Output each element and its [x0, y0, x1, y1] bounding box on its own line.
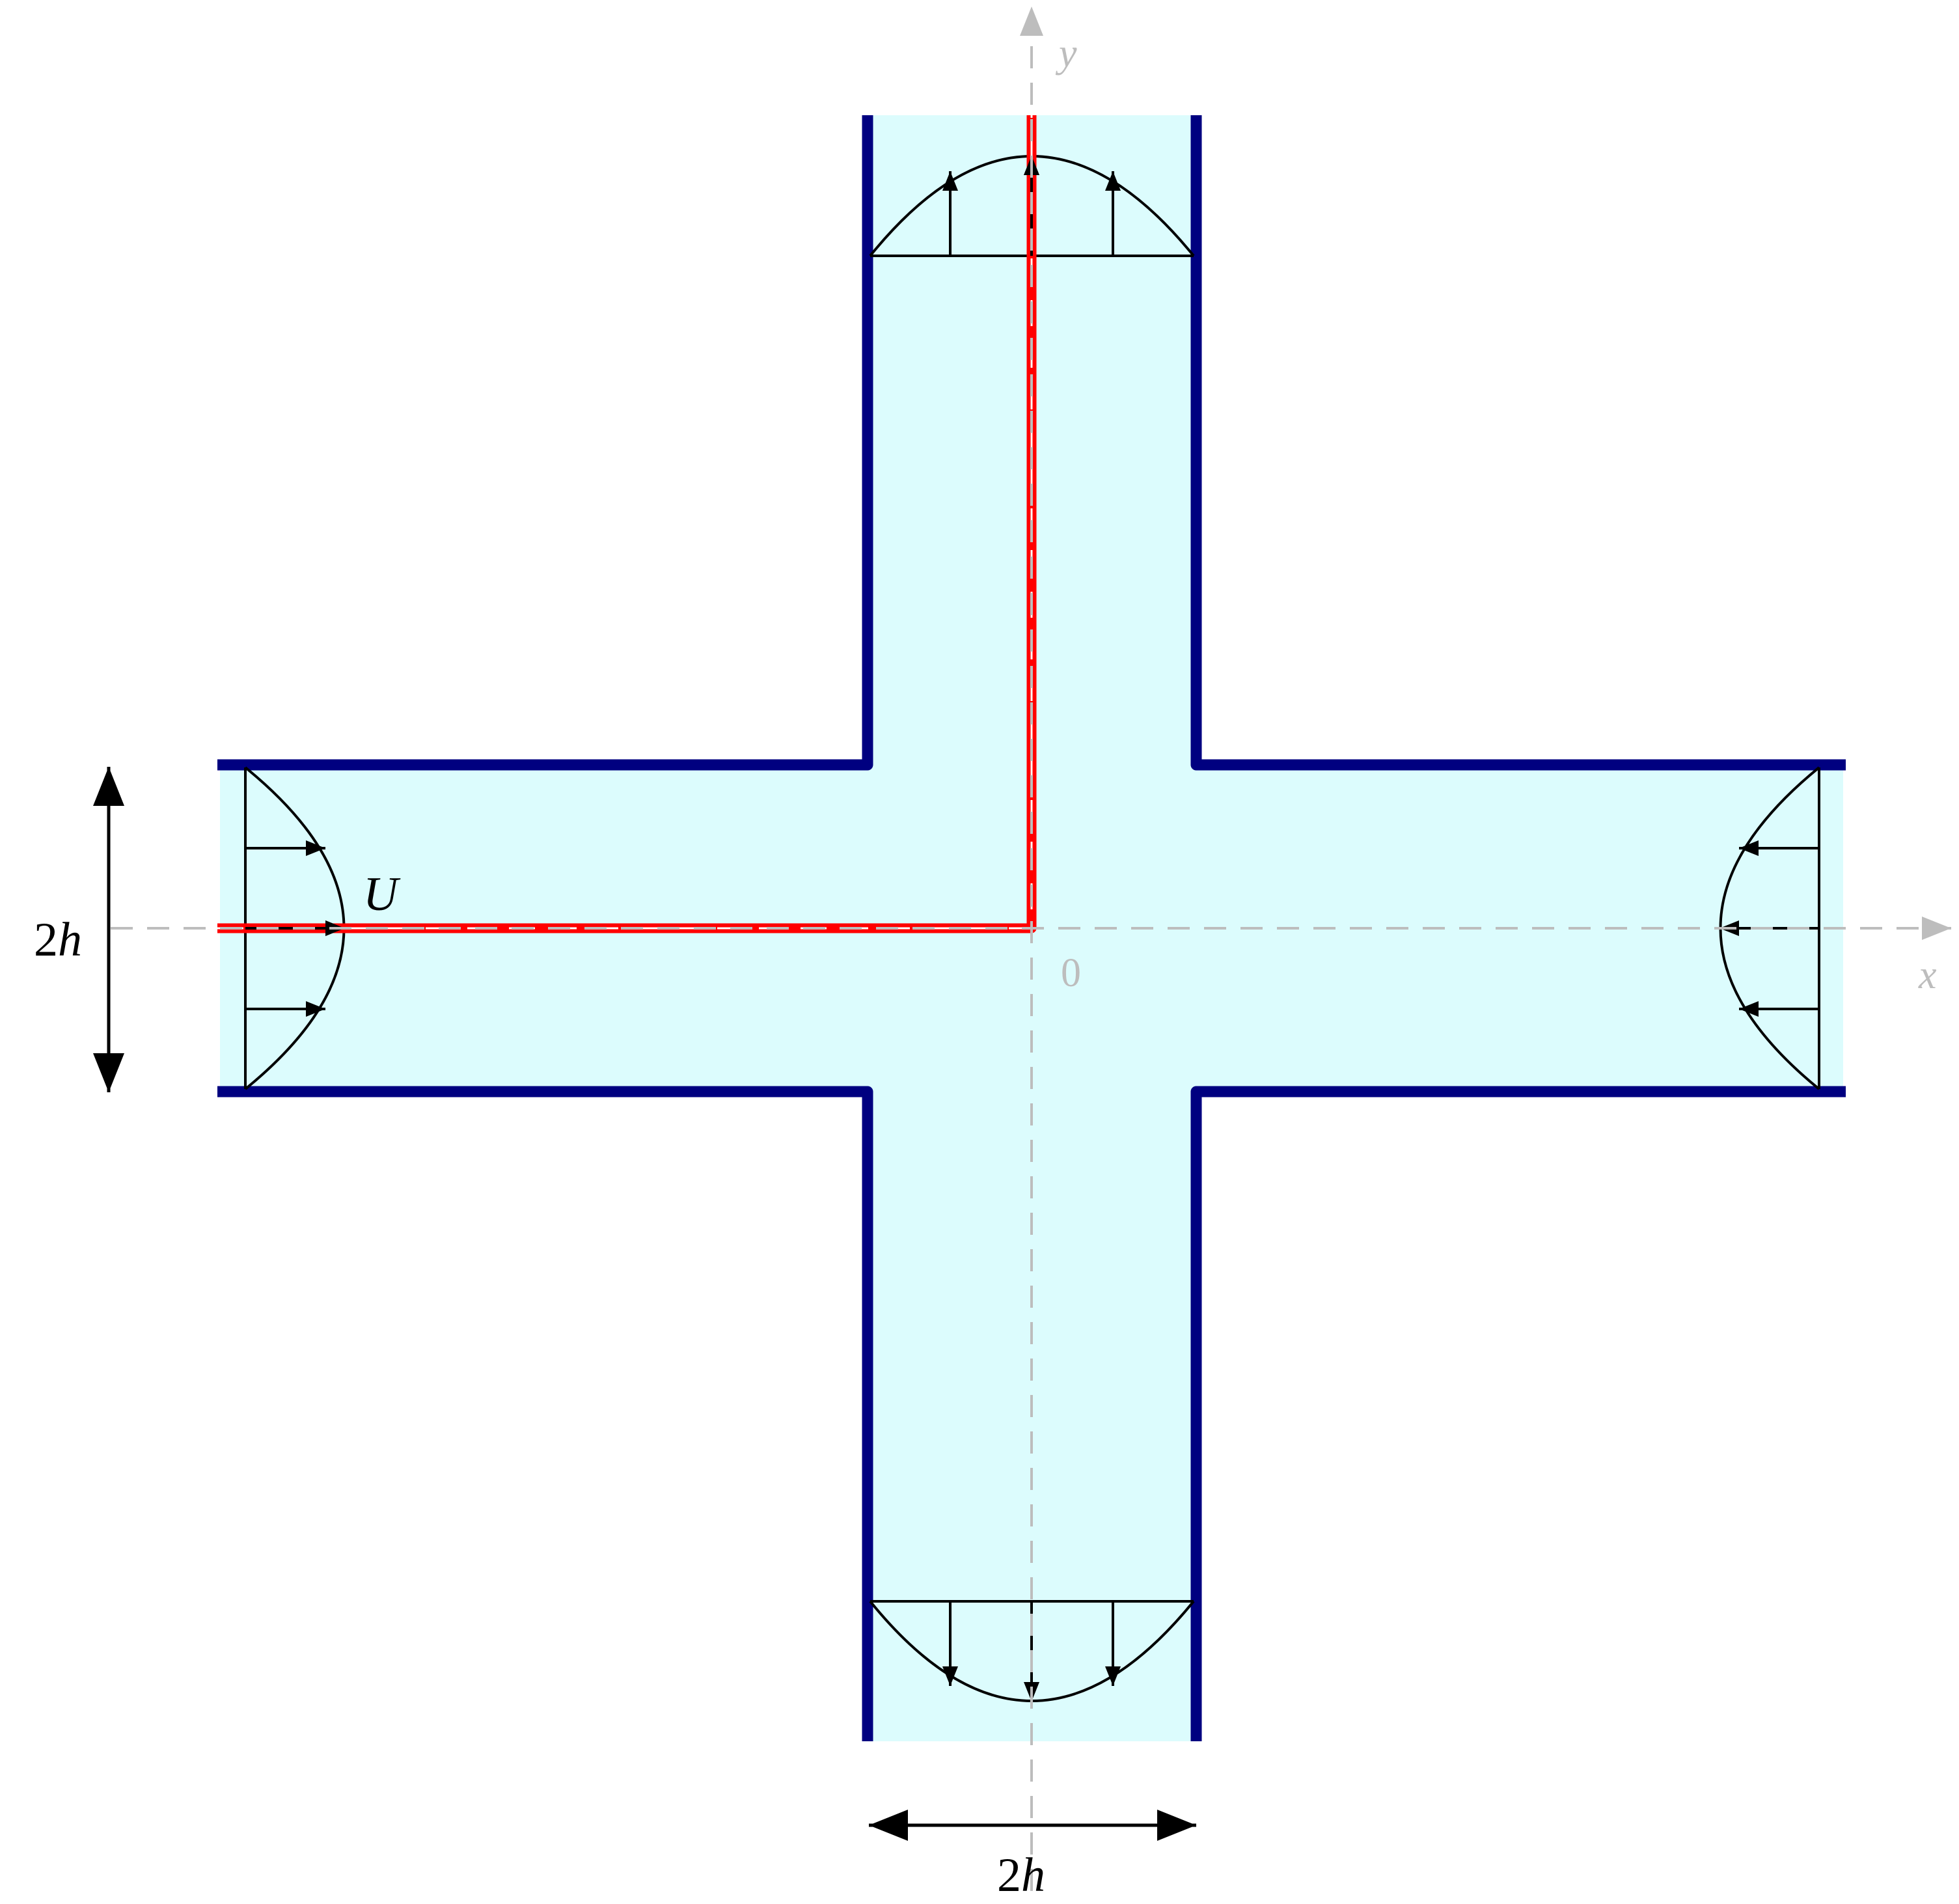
x-axis-label: x: [1918, 953, 1937, 997]
width-label-left-number: 2: [34, 913, 58, 967]
width-label-bottom: 2h: [997, 1849, 1045, 1902]
y-axis-label: y: [1055, 31, 1077, 76]
wall-bottom-right: [1190, 1086, 1846, 1741]
wall-top-right: [1190, 115, 1846, 771]
coordinate-axes: [111, 7, 1951, 1891]
wall-bottom-left: [217, 1086, 873, 1741]
dimension-arrows: [93, 767, 1196, 1841]
width-label-bottom-number: 2: [997, 1849, 1021, 1902]
velocity-label: U: [363, 868, 401, 921]
wall-top-left: [217, 115, 873, 771]
origin-label: 0: [1061, 951, 1081, 995]
width-label-left-variable: h: [58, 913, 82, 967]
width-label-bottom-variable: h: [1021, 1849, 1045, 1902]
width-label-left: 2h: [34, 913, 82, 967]
channel-walls: [217, 115, 1846, 1741]
